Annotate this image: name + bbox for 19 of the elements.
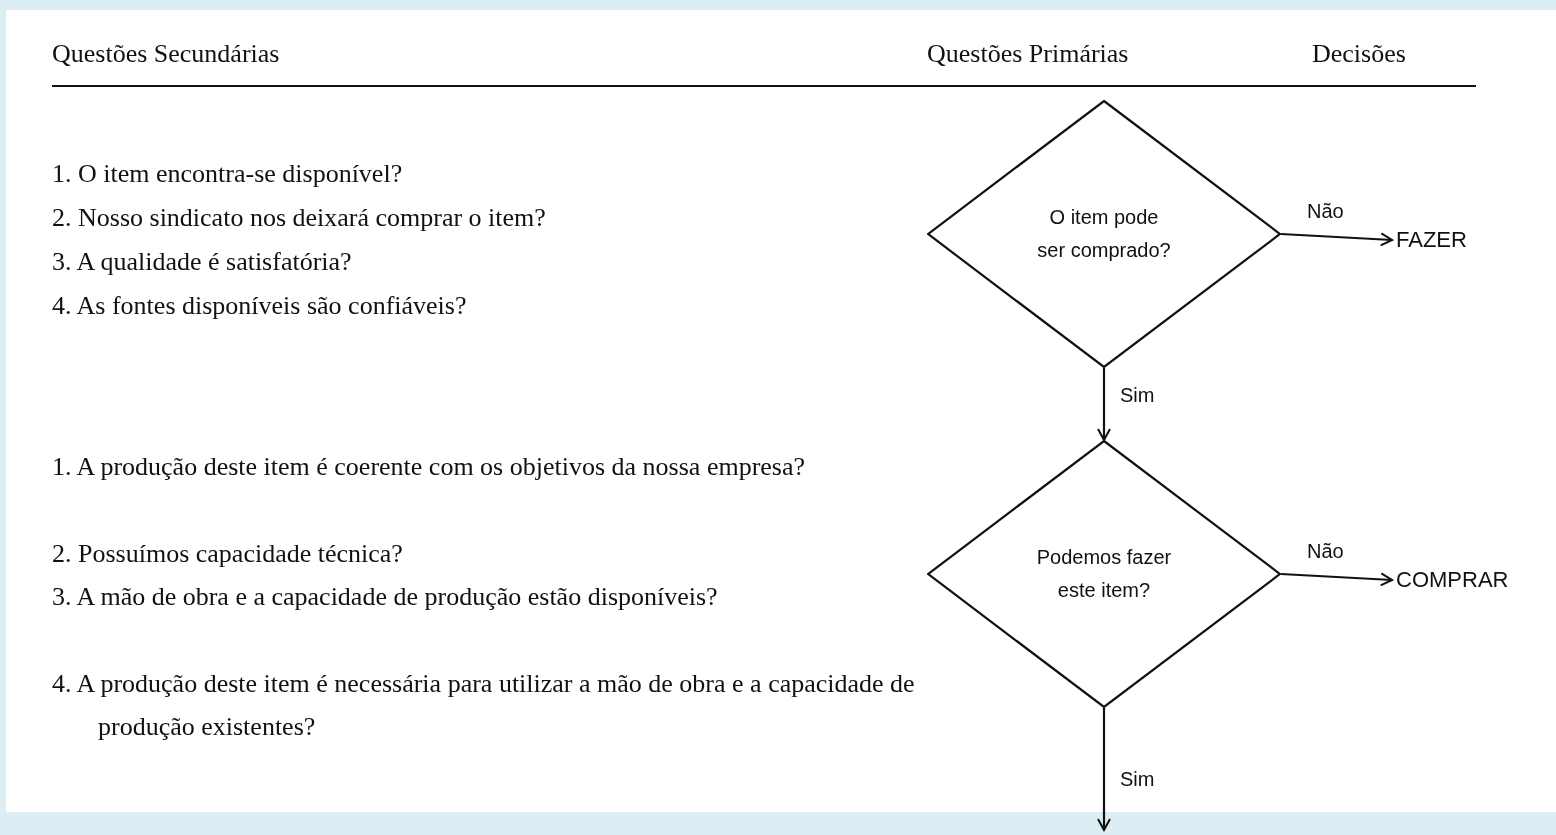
question-text: 2. Possuímos capacidade técnica? xyxy=(52,538,404,570)
question-text: 1. O item encontra-se disponível? xyxy=(52,158,404,190)
question-text: 3. A mão de obra e a capacidade de produção estão disponíveis? xyxy=(52,581,719,613)
arrow xyxy=(1280,572,1393,587)
question-text: 2. Nosso sindicato nos deixará comprar o item? xyxy=(52,202,547,234)
column-header: Questões Primárias xyxy=(927,38,1129,70)
column-header: Questões Secundárias xyxy=(52,38,280,70)
question-text: 1. A produção deste item é coerente com os objetivos da nossa empresa? xyxy=(52,451,807,483)
question-text: 4. As fontes disponíveis são confiáveis? xyxy=(52,290,468,322)
decision-text: FAZER xyxy=(1396,224,1467,256)
decision-question: O item pode ser comprado? xyxy=(1036,205,1172,263)
arrow xyxy=(1280,232,1393,247)
question-text: 3. A qualidade é satisfatória? xyxy=(52,246,353,278)
decision-text: COMPRAR xyxy=(1396,564,1509,596)
column-header: Decisões xyxy=(1312,38,1406,70)
arrow xyxy=(1097,708,1111,831)
arrow xyxy=(1097,368,1111,441)
decision-question: Podemos fazer este item? xyxy=(1035,545,1173,603)
question-text: 4. A produção deste item é necessária para utilizar a mão de obra e a capacidade de produção existentes? xyxy=(52,668,916,743)
